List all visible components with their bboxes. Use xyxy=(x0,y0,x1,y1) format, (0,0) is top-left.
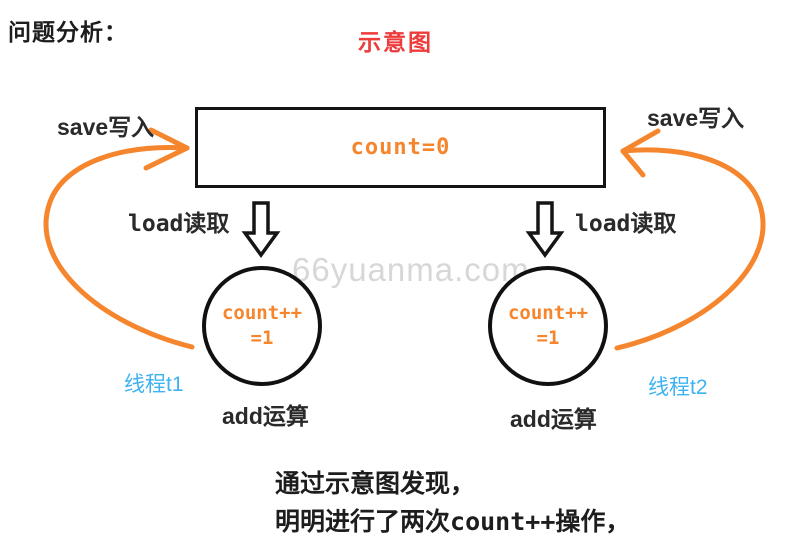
problem-analysis-label: 问题分析： xyxy=(8,19,128,45)
conclusion-line-2: 明明进行了两次count++操作， xyxy=(275,503,630,541)
load-read-left-cn: 读取 xyxy=(183,210,230,236)
conclusion-line2-code: count++ xyxy=(450,507,556,536)
thread1-count-expression: count++ xyxy=(221,302,303,324)
load-read-label-left: load读取 xyxy=(128,204,229,238)
conclusion-line-1: 通过示意图发现， xyxy=(275,470,476,498)
add-left-cn: 运算 xyxy=(262,403,309,429)
load-read-label-right: load读取 xyxy=(575,204,676,238)
save-write-left-cn: 写入 xyxy=(108,114,155,140)
add-left-en: add xyxy=(222,403,263,429)
load-arrow-left-icon xyxy=(241,201,281,258)
save-write-label-right: save写入 xyxy=(647,99,744,133)
add-right-cn: 运算 xyxy=(550,406,597,432)
load-read-right-en: load xyxy=(575,211,631,237)
conclusion-line2-prefix: 明明进行了两次 xyxy=(275,508,451,536)
thread1-count-result: =1 xyxy=(250,327,274,349)
shared-memory-box: count=0 xyxy=(195,107,606,188)
diagram-title: 示意图 xyxy=(358,29,433,55)
save-arrow-left xyxy=(43,127,195,350)
thread1-operation-circle: count++ =1 xyxy=(202,266,322,386)
add-right-en: add xyxy=(510,406,551,432)
thread-t1-label: 线程t1 xyxy=(124,373,184,396)
memory-value: count=0 xyxy=(350,135,451,160)
add-operation-label-right: add运算 xyxy=(510,400,597,434)
save-arrow-right xyxy=(614,128,766,351)
thread-t2-label: 线程t2 xyxy=(648,376,708,399)
conclusion-line2-suffix: 操作， xyxy=(555,508,631,536)
load-read-right-cn: 读取 xyxy=(630,210,677,236)
load-arrow-right-icon xyxy=(525,201,565,258)
save-write-right-en: save xyxy=(647,105,699,131)
thread2-operation-circle: count++ =1 xyxy=(488,266,608,386)
thread2-count-expression: count++ xyxy=(507,302,589,324)
save-write-right-cn: 写入 xyxy=(698,105,745,131)
add-operation-label-left: add运算 xyxy=(222,397,309,431)
conclusion-text: 通过示意图发现， 明明进行了两次count++操作， xyxy=(275,466,630,541)
thread2-count-result: =1 xyxy=(536,327,560,349)
save-write-left-en: save xyxy=(57,114,109,140)
load-read-left-en: load xyxy=(128,211,184,237)
watermark-text: 66yuanma.com xyxy=(292,251,530,288)
save-write-label-left: save写入 xyxy=(57,108,154,142)
